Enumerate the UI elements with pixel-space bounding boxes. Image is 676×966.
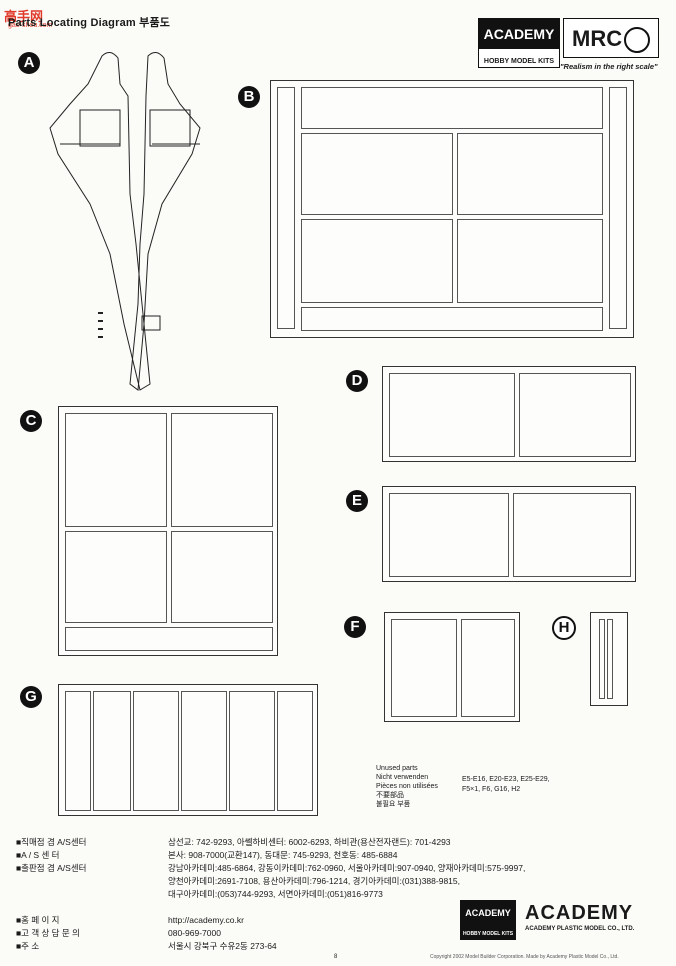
sprue-g [58, 684, 318, 816]
mrc-logo: MRC [563, 18, 659, 58]
sprue-h-rod [599, 619, 605, 699]
logo-a-sub: HOBBY MODEL KITS [462, 931, 514, 937]
brand-name: ACADEMY [479, 19, 559, 49]
copyright: Copyright 2002 Model Builder Corporation… [430, 954, 619, 960]
contact-spacer [16, 875, 86, 914]
sprue-e [382, 486, 636, 582]
section-label-e: E [346, 490, 368, 512]
sprue-g-frame [181, 691, 227, 811]
contact-label: ■주 소 [16, 941, 40, 951]
sprue-h-rod [607, 619, 613, 699]
contact-line: 본사: 908-7000(교환147), 동대문: 745-9293, 천호동:… [168, 850, 398, 860]
contact-label: ■출판점 겸 A/S센터 [16, 863, 87, 873]
section-label-g: G [20, 686, 42, 708]
academy-box-logo: ACADEMY HOBBY MODEL KITS [460, 900, 516, 940]
sprue-d-frame [519, 373, 631, 457]
sprue-g-frame [133, 691, 179, 811]
page-number: 8 [334, 954, 338, 960]
sprue-g-frame [277, 691, 313, 811]
sprue-c-frame [65, 627, 273, 651]
watermark-logo: 高手网 [4, 9, 44, 24]
watermark-url: gao-shou.com [8, 22, 53, 29]
sprue-b-frame [301, 87, 603, 129]
logo-a-main: ACADEMY [465, 908, 511, 918]
sprue-b-frame [457, 219, 603, 303]
tagline: "Realism in the right scale" [560, 62, 658, 71]
sprue-b-rail [609, 87, 627, 329]
sprue-c-frame [65, 413, 167, 527]
unused-line: Unused parts [376, 765, 418, 772]
contact-phone: 080-969-7000 [168, 928, 221, 938]
contact-label: ■A / S 센 터 [16, 850, 60, 860]
page-title: Parts Locating Diagram 부품도 [8, 17, 171, 29]
sprue-c-frame [171, 413, 273, 527]
contact-label: ■홈 페 이 지 [16, 915, 60, 925]
unused-parts-label: Unused parts Nicht verwenden Pièces non … [376, 764, 438, 809]
sprue-b-frame [457, 133, 603, 215]
sprue-f-frame [391, 619, 457, 717]
sprue-g-frame [65, 691, 91, 811]
contact-label: ■직매점 겸 A/S센터 [16, 837, 87, 847]
academy-wordmark: ACADEMY [525, 902, 634, 924]
contact-label: ■고 객 상 담 문 의 [16, 928, 80, 938]
sprue-b [270, 80, 634, 338]
contact-address: 서울시 강북구 수유2동 273-64 [168, 941, 277, 951]
section-label-a: A [18, 52, 40, 74]
section-label-b: B [238, 86, 260, 108]
sprue-g-frame [93, 691, 131, 811]
sprue-e-frame [389, 493, 509, 577]
sprue-f-frame [461, 619, 515, 717]
sprue-b-frame [301, 219, 453, 303]
brand-sub: HOBBY MODEL KITS [483, 58, 555, 65]
unused-list-line: F5×1, F6, G16, H2 [462, 786, 521, 793]
homepage-link[interactable]: http://academy.co.kr [168, 915, 244, 925]
contact-details: 삼선교: 742-9293, 아쎌하비센터: 6002-6293, 하비관(용산… [168, 836, 525, 953]
fuselage-halves-drawing [49, 52, 201, 391]
unused-line: 불필요 부품 [376, 801, 411, 808]
unused-line: Pièces non utilisées [376, 783, 438, 790]
unused-parts-list: E5-E16, E20-E23, E25-E29, F5×1, F6, G16,… [462, 775, 550, 795]
contact-line: 양천아카데미:2691-7108, 용산아카데미:796-1214, 경기아카데… [168, 876, 460, 886]
sprue-b-frame [301, 307, 603, 331]
section-label-c: C [20, 410, 42, 432]
sprue-c [58, 406, 278, 656]
sprue-f [384, 612, 520, 722]
academy-brand-logo: ACADEMY HOBBY MODEL KITS [478, 18, 560, 68]
sprue-b-frame [301, 133, 453, 215]
unused-line: 不要部品 [376, 792, 404, 799]
section-label-d: D [346, 370, 368, 392]
unused-line: Nicht verwenden [376, 774, 429, 781]
sprue-e-frame [513, 493, 631, 577]
section-label-f: F [344, 616, 366, 638]
sprue-c-frame [65, 531, 167, 623]
mrc-emblem-icon [624, 27, 650, 53]
sprue-c-frame [171, 531, 273, 623]
sprue-b-rail [277, 87, 295, 329]
mrc-text: MRC [572, 26, 623, 51]
sprue-d [382, 366, 636, 462]
sprue-h [590, 612, 628, 706]
section-label-h: H [552, 616, 576, 640]
contact-line: 강남아카데미:485-6864, 강동이카데미:762-0960, 서울아카데미… [168, 863, 526, 873]
contact-labels: ■직매점 겸 A/S센터 ■A / S 센 터 ■출판점 겸 A/S센터 ■홈 … [16, 836, 86, 953]
unused-list-line: E5-E16, E20-E23, E25-E29, [462, 776, 550, 783]
contact-line: 대구아카데미:(053)744-9293, 서면아카데미:(051)816-97… [168, 889, 383, 899]
sprue-d-frame [389, 373, 515, 457]
contact-line: 삼선교: 742-9293, 아쎌하비센터: 6002-6293, 하비관(용산… [168, 837, 451, 847]
sprue-g-frame [229, 691, 275, 811]
academy-company-name: ACADEMY PLASTIC MODEL CO., LTD. [525, 926, 635, 932]
